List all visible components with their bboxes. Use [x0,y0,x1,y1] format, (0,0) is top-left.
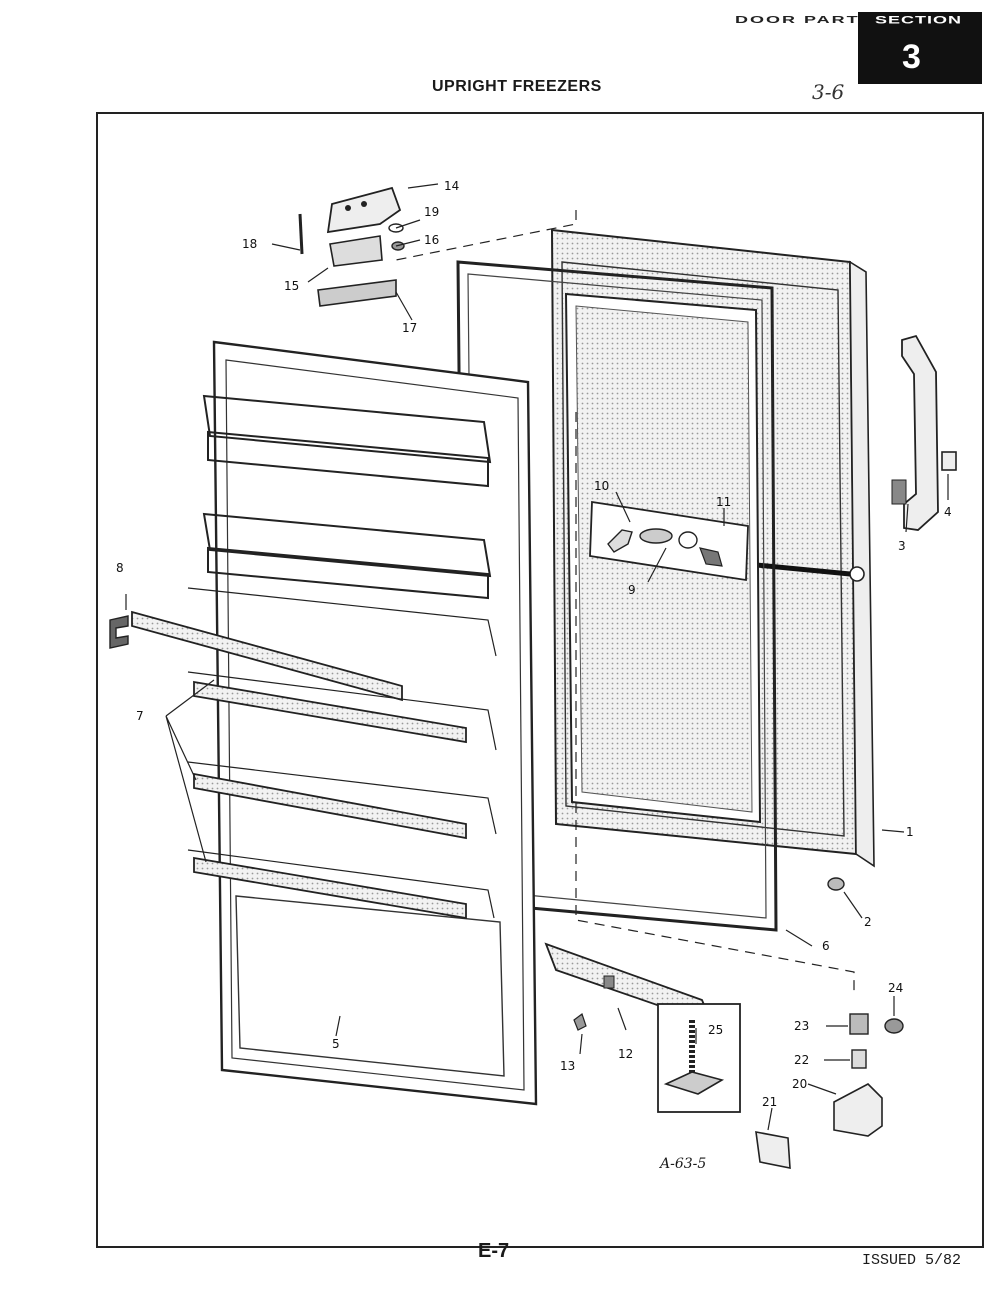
callout-12: 12 [618,1047,633,1061]
door-bar-4 [193,856,467,920]
callout-labels: 1 2 3 4 5 6 7 8 9 10 11 12 13 14 15 16 1… [116,179,952,1109]
drawing-code: A-63-5 [660,1156,707,1172]
bumper [827,877,845,891]
leveling-leg-box [657,1003,741,1113]
handwritten-note: 3-6 [812,80,845,104]
exploded-door-diagram: 1 2 3 4 5 6 7 8 9 10 11 12 13 14 15 16 1… [109,179,957,1169]
issued-date: ISSUED 5/82 [862,1252,962,1269]
clip-13 [573,1013,587,1031]
callout-15: 15 [284,279,299,293]
callout-3: 3 [898,539,906,553]
header-cut-text: DOOR PARTS [735,14,874,25]
callout-16: 16 [424,233,439,247]
page-title: UPRIGHT FREEZERS [432,78,602,95]
callout-4: 4 [944,505,952,519]
bottom-hinge-parts [755,1013,904,1169]
callout-22: 22 [794,1053,809,1067]
callout-2: 2 [864,915,872,929]
callout-17: 17 [402,321,417,335]
top-hinge-assembly [298,186,405,307]
door-liner [131,340,538,1106]
callout-25: 25 [708,1023,723,1037]
callout-8: 8 [116,561,124,575]
callout-5: 5 [332,1037,340,1051]
callout-7: 7 [136,709,144,723]
callout-24: 24 [888,981,903,995]
callout-18: 18 [242,237,257,251]
callout-13: 13 [560,1059,575,1073]
section-box [858,12,982,84]
section-number: 3 [902,38,921,76]
door-bar-3 [193,772,467,840]
callout-1: 1 [906,825,914,839]
clip-8 [109,615,129,649]
section-label: SECTION [875,14,963,26]
page-number: E-7 [478,1240,510,1262]
leader-lines [125,183,949,1131]
callout-23: 23 [794,1019,809,1033]
callout-10: 10 [594,479,609,493]
door-bar-1 [131,610,403,702]
diagram-frame [96,112,984,1248]
callout-20: 20 [792,1077,807,1091]
callout-11: 11 [716,495,731,509]
door-bar-2 [193,680,467,744]
callout-14: 14 [444,179,459,193]
callout-9: 9 [628,583,636,597]
handle-cap [941,451,957,471]
callout-19: 19 [424,205,439,219]
callout-21: 21 [762,1095,777,1109]
callout-6: 6 [822,939,830,953]
door-handle [891,334,939,531]
